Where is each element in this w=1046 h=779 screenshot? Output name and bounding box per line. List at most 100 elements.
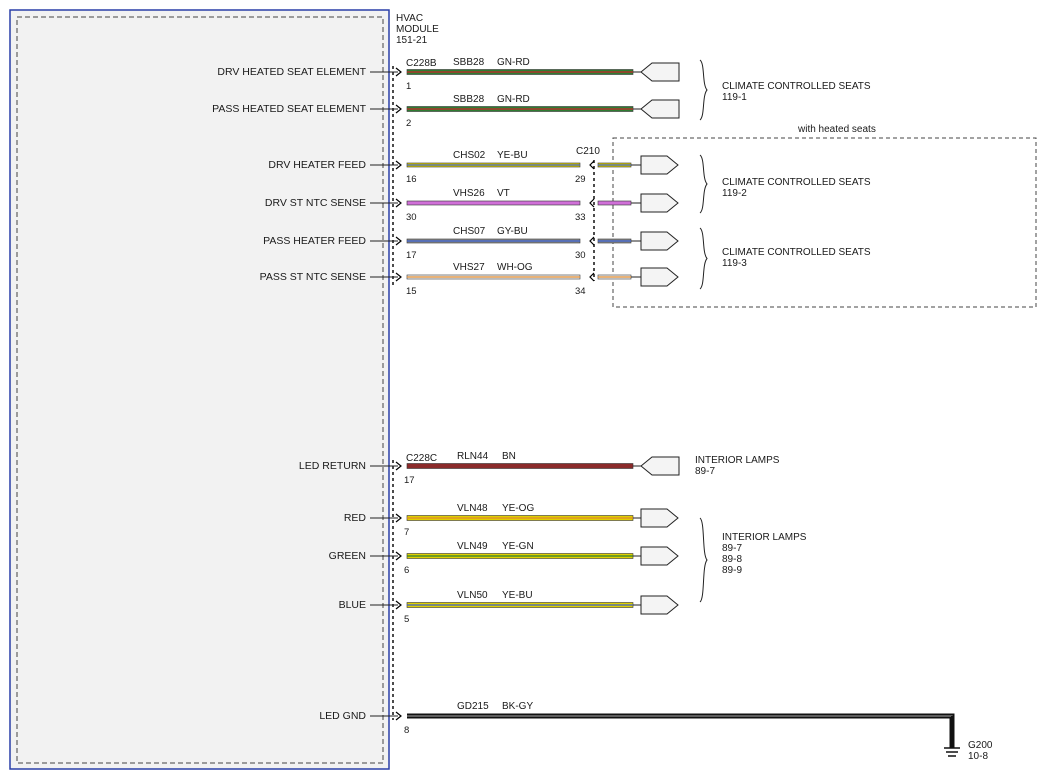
circuit-id: SBB28 <box>453 94 485 105</box>
dest-seats-2-ref: 119-2 <box>722 188 747 199</box>
dest-seats-3-ref: 119-3 <box>722 258 747 269</box>
option-box-heated-seats <box>612 137 1037 308</box>
circuit-id: VLN48 <box>457 503 488 514</box>
destination-braces <box>699 59 708 603</box>
circuit-color-code: YE-OG <box>502 503 534 514</box>
wire <box>406 463 634 469</box>
destination-connector <box>640 595 679 615</box>
circuit-label: PASS HEATED SEAT ELEMENT <box>212 103 366 115</box>
pin-number-right: 34 <box>575 286 586 297</box>
module-name-line1: HVAC <box>396 13 423 24</box>
destination-connector <box>640 508 679 528</box>
circuit-id: SBB28 <box>453 57 485 68</box>
connector-c228c-label: C228C <box>406 453 437 464</box>
module-ref: 151-21 <box>396 35 428 46</box>
circuit-id: VLN50 <box>457 590 488 601</box>
destination-connector <box>640 155 679 175</box>
c210-arrow <box>589 272 595 282</box>
brace-lamps-group <box>699 517 708 603</box>
dest-seats-1-title: CLIMATE CONTROLLED SEATS <box>722 81 871 92</box>
destination-connector <box>640 99 680 119</box>
brace-seats-3 <box>699 227 708 290</box>
connector-c228b-label: C228B <box>406 58 437 69</box>
brace-seats-1 <box>699 59 708 121</box>
pin-arrow <box>395 67 402 77</box>
pin-arrow <box>395 272 402 282</box>
circuit-id: VHS27 <box>453 262 485 273</box>
circuit-color-code: YE-BU <box>502 590 533 601</box>
circuit-label: LED GND <box>319 710 366 722</box>
destination-connector <box>640 231 679 251</box>
circuit-color-code: YE-GN <box>502 541 534 552</box>
pin-number-right: 29 <box>575 174 586 185</box>
connector-c210-label: C210 <box>576 146 600 157</box>
circuit-id: RLN44 <box>457 451 489 462</box>
pin-number: 17 <box>404 475 415 486</box>
circuit-color-code: VT <box>497 188 510 199</box>
pin-arrow <box>395 711 402 721</box>
c210-arrow <box>589 198 595 208</box>
circuit-label: DRV ST NTC SENSE <box>265 197 366 209</box>
circuit-red: RED VLN48 YE-OG 7 <box>344 503 679 538</box>
hvac-module-inner-dash <box>16 16 384 764</box>
wire <box>406 553 634 559</box>
circuit-id: CHS02 <box>453 150 486 161</box>
pin-number: 7 <box>404 527 409 538</box>
pin-number: 6 <box>404 565 409 576</box>
circuit-id: VHS26 <box>453 188 485 199</box>
pin-arrow <box>395 600 402 610</box>
pin-number: 1 <box>406 81 411 92</box>
circuit-label: RED <box>344 512 367 524</box>
c210-arrow <box>589 236 595 246</box>
pin-arrow <box>395 551 402 561</box>
destination-connector <box>640 456 680 476</box>
wire-continuation <box>597 200 632 206</box>
wire <box>406 69 634 75</box>
wire <box>406 238 581 244</box>
wire-continuation <box>597 162 632 168</box>
destination-connector <box>640 546 679 566</box>
pin-number: 5 <box>404 614 409 625</box>
pin-arrow <box>395 236 402 246</box>
pin-number: 30 <box>406 212 417 223</box>
circuit-color-code: GN-RD <box>497 94 530 105</box>
pin-number: 16 <box>406 174 417 185</box>
dest-lamps-group-title: INTERIOR LAMPS <box>722 532 807 543</box>
option-box-label: with heated seats <box>797 124 876 135</box>
destination-connector <box>640 62 680 82</box>
destination-connector <box>640 193 679 213</box>
wire <box>406 106 634 112</box>
dest-seats-2-title: CLIMATE CONTROLLED SEATS <box>722 177 871 188</box>
dest-lamps-group-ref-2: 89-8 <box>722 554 742 565</box>
wire-continuation <box>597 238 632 244</box>
circuit-label: DRV HEATED SEAT ELEMENT <box>217 66 366 78</box>
ground-name: G200 <box>968 740 993 751</box>
dest-lamps-single-ref: 89-7 <box>695 466 715 477</box>
wire <box>406 274 581 280</box>
wire <box>406 515 634 521</box>
circuit-drv-st-ntc-sense: DRV ST NTC SENSE 33 VHS26 VT 30 <box>265 188 679 223</box>
circuit-label: GREEN <box>329 550 366 562</box>
circuit-label: DRV HEATER FEED <box>268 159 366 171</box>
dest-lamps-group-ref-1: 89-7 <box>722 543 742 554</box>
dest-seats-3-title: CLIMATE CONTROLLED SEATS <box>722 247 871 258</box>
pin-number: 2 <box>406 118 411 129</box>
circuit-color-code: BN <box>502 451 516 462</box>
circuit-id: CHS07 <box>453 226 486 237</box>
circuit-label: PASS HEATER FEED <box>263 235 366 247</box>
pin-number: 8 <box>404 725 409 736</box>
circuit-color-code: GN-RD <box>497 57 530 68</box>
pin-number-right: 33 <box>575 212 586 223</box>
circuit-color-code: BK-GY <box>502 701 533 712</box>
pin-number: 15 <box>406 286 417 297</box>
wire-continuation <box>597 274 632 280</box>
